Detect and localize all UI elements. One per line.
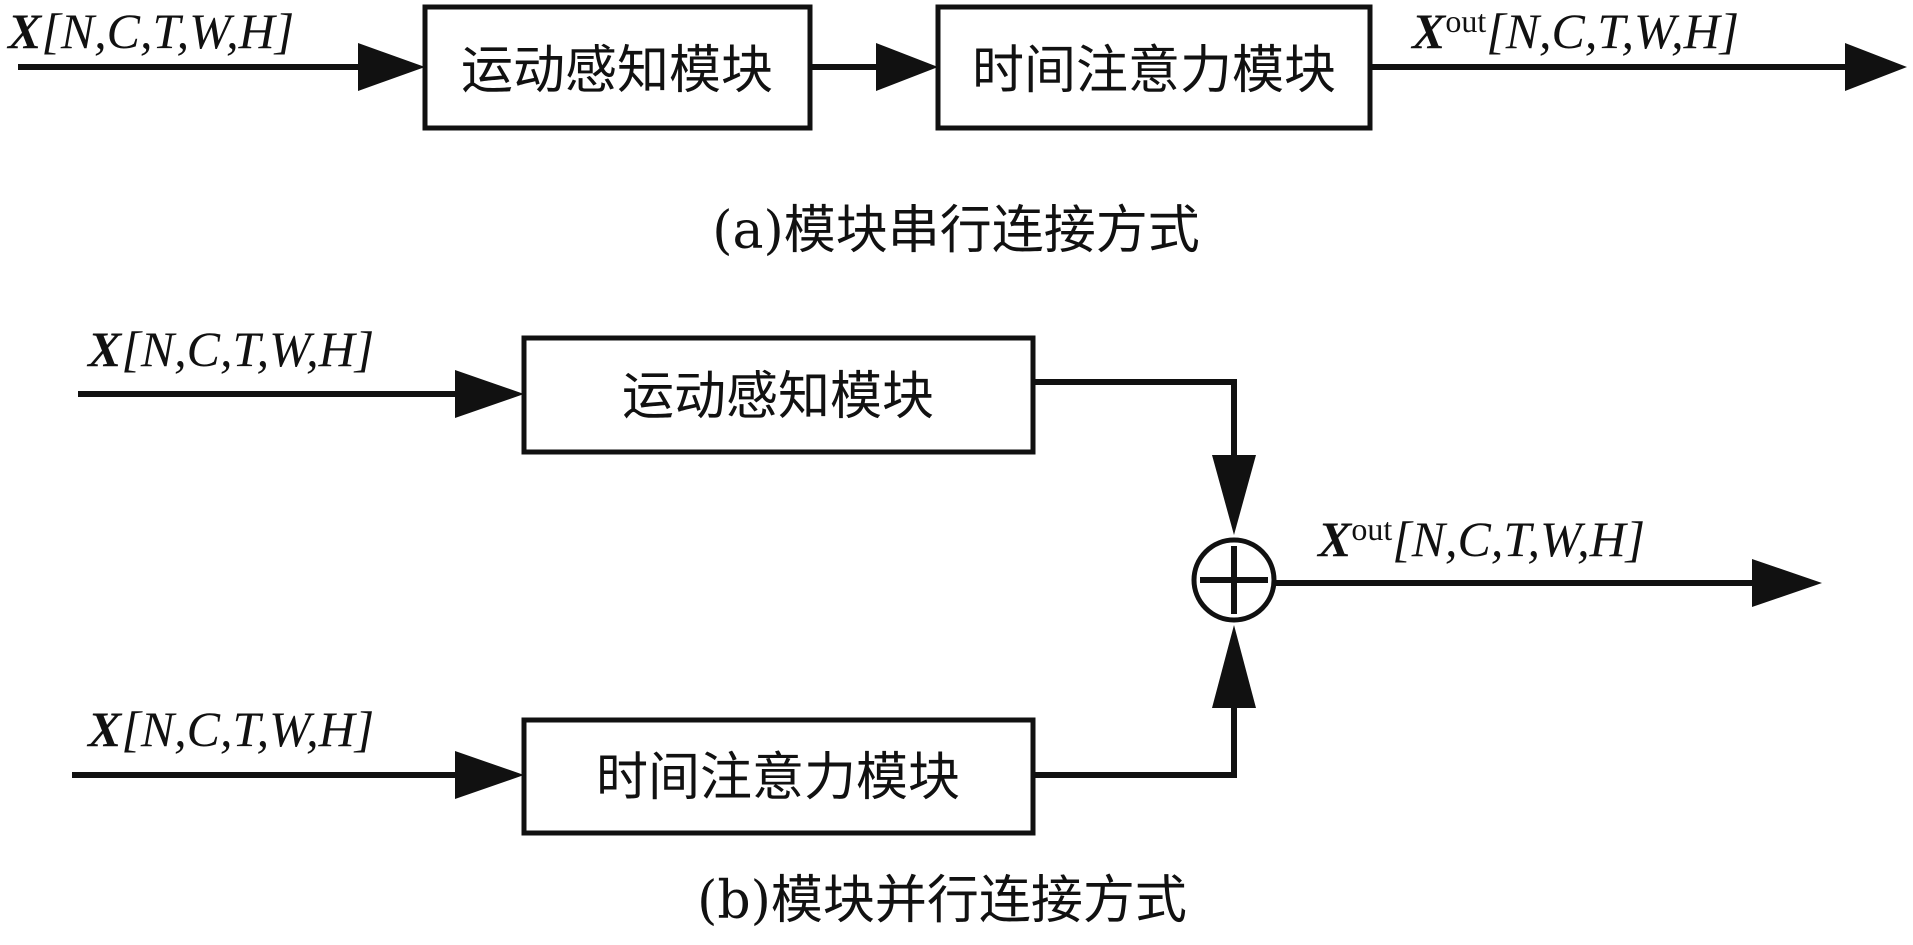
parallel-top-input-arrowhead <box>455 370 524 418</box>
serial-output-var: X <box>1410 3 1447 59</box>
parallel-bottom-to-sum-arrowhead <box>1212 625 1256 708</box>
parallel-caption: (b)模块并行连接方式 <box>697 871 1187 931</box>
serial-input-dims: [N,C,T,W,H] <box>41 3 294 59</box>
parallel-bottom-input-dims: [N,C,T,W,H] <box>121 701 374 757</box>
serial-caption: (a)模块串行连接方式 <box>712 201 1200 261</box>
parallel-temporal-block <box>521 717 1036 836</box>
serial-output-arrowhead <box>1845 43 1907 91</box>
parallel-top-input-label: X[N,C,T,W,H] <box>86 321 374 377</box>
serial-output-sup: out <box>1445 3 1486 39</box>
parallel-temporal-block-label: 时间注意力模块 <box>596 748 960 808</box>
serial-temporal-block-label: 时间注意力模块 <box>972 41 1336 101</box>
serial-input-var: X <box>6 3 43 59</box>
parallel-bottom-input-label: X[N,C,T,W,H] <box>86 701 374 757</box>
serial-input-arrowhead <box>358 43 425 91</box>
parallel-output-label: Xout[N,C,T,W,H] <box>1316 511 1645 567</box>
parallel-bottom-input-arrowhead <box>455 751 524 799</box>
serial-middle-arrowhead <box>876 43 938 91</box>
parallel-bottom-input-var: X <box>86 701 123 757</box>
parallel-motion-block-label: 运动感知模块 <box>622 367 934 427</box>
parallel-top-to-sum-arrowhead <box>1212 455 1256 535</box>
parallel-top-input-var: X <box>86 321 123 377</box>
parallel-diagram: X[N,C,T,W,H] 运动感知模块 X[N,C,T,W,H] 时间注意力模块… <box>72 321 1822 931</box>
parallel-top-to-sum-wire <box>1033 379 1237 462</box>
serial-input-label: X[N,C,T,W,H] <box>6 3 294 59</box>
parallel-bottom-to-sum-wire <box>1033 700 1237 778</box>
parallel-output-dims: [N,C,T,W,H] <box>1392 511 1645 567</box>
serial-diagram: X[N,C,T,W,H] 运动感知模块 时间注意力模块 Xout[N,C,T,W… <box>6 3 1907 261</box>
parallel-output-sup: out <box>1351 511 1392 547</box>
serial-motion-block-label: 运动感知模块 <box>461 41 773 101</box>
parallel-motion-block <box>521 335 1036 455</box>
serial-output-dims: [N,C,T,W,H] <box>1486 3 1739 59</box>
serial-output-label: Xout[N,C,T,W,H] <box>1410 3 1739 59</box>
parallel-top-input-dims: [N,C,T,W,H] <box>121 321 374 377</box>
parallel-output-arrowhead <box>1752 559 1822 607</box>
parallel-output-var: X <box>1316 511 1353 567</box>
serial-temporal-block <box>935 4 1373 131</box>
